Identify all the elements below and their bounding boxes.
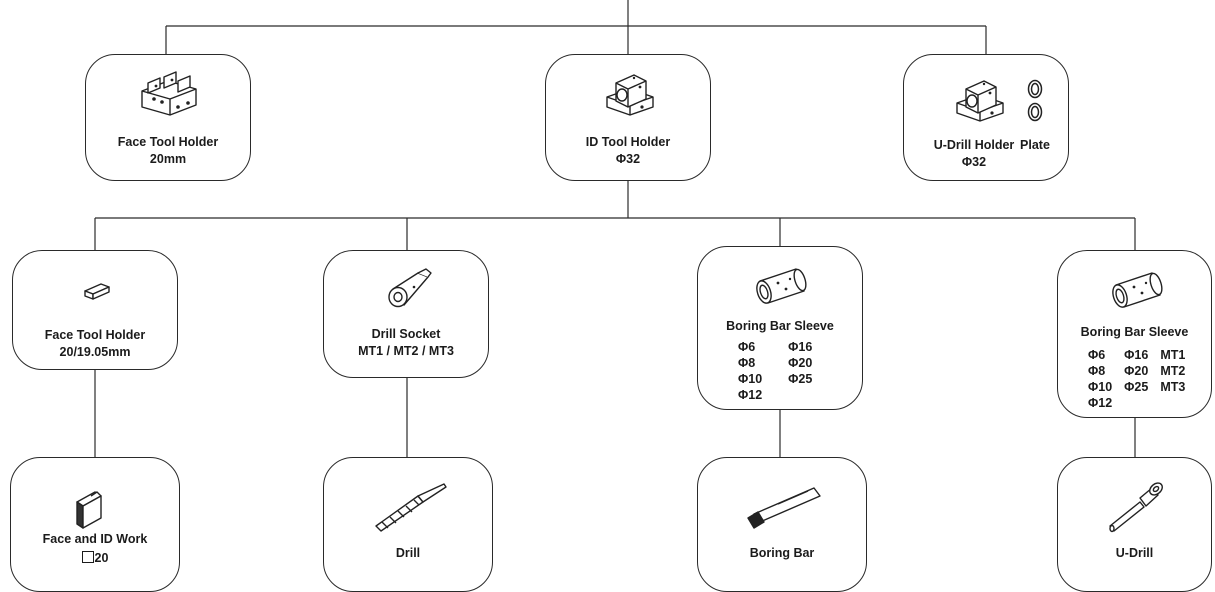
node-title: ID Tool Holder xyxy=(585,135,671,149)
drill-socket-card: Drill Socket MT1 / MT2 / MT3 xyxy=(323,250,489,378)
size-cell: Φ25 xyxy=(788,372,813,386)
u-drill-holder-block-icon xyxy=(954,75,1006,123)
size-cell: MT3 xyxy=(1160,380,1186,394)
u-drill-card: U-Drill xyxy=(1057,457,1212,592)
node-spec: 20mm xyxy=(149,152,187,166)
size-cell xyxy=(1160,395,1197,411)
node-spec: MT1 / MT2 / MT3 xyxy=(358,344,454,358)
node-title: Boring Bar xyxy=(749,546,815,560)
node-title: U-Drill Holder xyxy=(933,138,1015,152)
node-title: Face and ID Work xyxy=(42,532,148,546)
size-cell: Φ16 xyxy=(788,340,813,354)
size-cell: Φ16 xyxy=(1124,348,1149,362)
face-tool-holder-block-icon xyxy=(138,69,200,117)
size-cell: MT2 xyxy=(1160,364,1186,378)
size-cell: Φ12 xyxy=(1088,396,1113,410)
node-title: Boring Bar Sleeve xyxy=(726,319,834,333)
size-cell: Φ8 xyxy=(1088,364,1106,378)
boring-bar-sleeve-icon xyxy=(1106,269,1168,311)
drill-card: Drill xyxy=(323,457,493,592)
u-drill-icon xyxy=(1106,480,1168,534)
plate-rings-icon xyxy=(1024,79,1046,123)
boring-bar-icon xyxy=(744,484,824,532)
square-symbol-icon xyxy=(81,551,94,563)
size-cell: Φ10 xyxy=(738,372,763,386)
node-title: Face Tool Holder xyxy=(44,328,146,342)
size-cell xyxy=(774,387,824,403)
bore-size-table: Φ6 Φ16 Φ8 Φ20 Φ10 Φ25 Φ12 xyxy=(738,339,824,403)
size-cell: Φ6 xyxy=(738,340,756,354)
node-title: U-Drill xyxy=(1115,546,1154,560)
node-title: Boring Bar Sleeve xyxy=(1080,325,1189,339)
size-cell xyxy=(1124,395,1160,411)
node-spec: 20/19.05mm xyxy=(59,345,131,359)
size-cell: Φ20 xyxy=(788,356,813,370)
face-tool-holder-20-19-card: Face Tool Holder 20/19.05mm xyxy=(12,250,178,370)
node-title: Plate xyxy=(1020,138,1050,152)
node-title: Face Tool Holder xyxy=(117,135,219,149)
size-cell: Φ20 xyxy=(1124,364,1149,378)
node-spec: 20 xyxy=(94,551,109,565)
size-cell: MT1 xyxy=(1160,348,1186,362)
u-drill-holder-plate-card: U-Drill Holder Φ32 Plate xyxy=(903,54,1069,181)
id-tool-holder-block-icon xyxy=(604,69,656,117)
boring-bar-sleeve-icon xyxy=(750,265,812,307)
id-tool-holder-card: ID Tool Holder Φ32 xyxy=(545,54,711,181)
node-spec-row: 20 xyxy=(11,550,179,567)
face-and-id-work-card: Face and ID Work 20 xyxy=(10,457,180,592)
node-spec: Φ32 xyxy=(961,155,987,169)
twist-drill-icon xyxy=(370,482,450,532)
size-cell: Φ25 xyxy=(1124,380,1149,394)
face-tool-holder-20mm-card: Face Tool Holder 20mm xyxy=(85,54,251,181)
boring-bar-sleeve-card-a: Boring Bar Sleeve Φ6 Φ16 Φ8 Φ20 Φ10 Φ25 Φ12 xyxy=(697,246,863,410)
bore-size-table: Φ6 Φ16 MT1 Φ8 Φ20 MT2 Φ10 Φ25 MT3 Φ12 xyxy=(1088,347,1197,411)
square-shank-tool-icon xyxy=(71,486,111,532)
square-insert-bar-icon xyxy=(83,281,111,301)
size-cell: Φ8 xyxy=(738,356,756,370)
boring-bar-card: Boring Bar xyxy=(697,457,867,592)
node-spec: Φ32 xyxy=(615,152,641,166)
node-title: Drill xyxy=(395,546,421,560)
drill-socket-icon xyxy=(384,267,434,309)
size-cell: Φ6 xyxy=(1088,348,1106,362)
size-cell: Φ12 xyxy=(738,388,763,402)
node-title: Drill Socket xyxy=(371,327,441,341)
size-cell: Φ10 xyxy=(1088,380,1113,394)
